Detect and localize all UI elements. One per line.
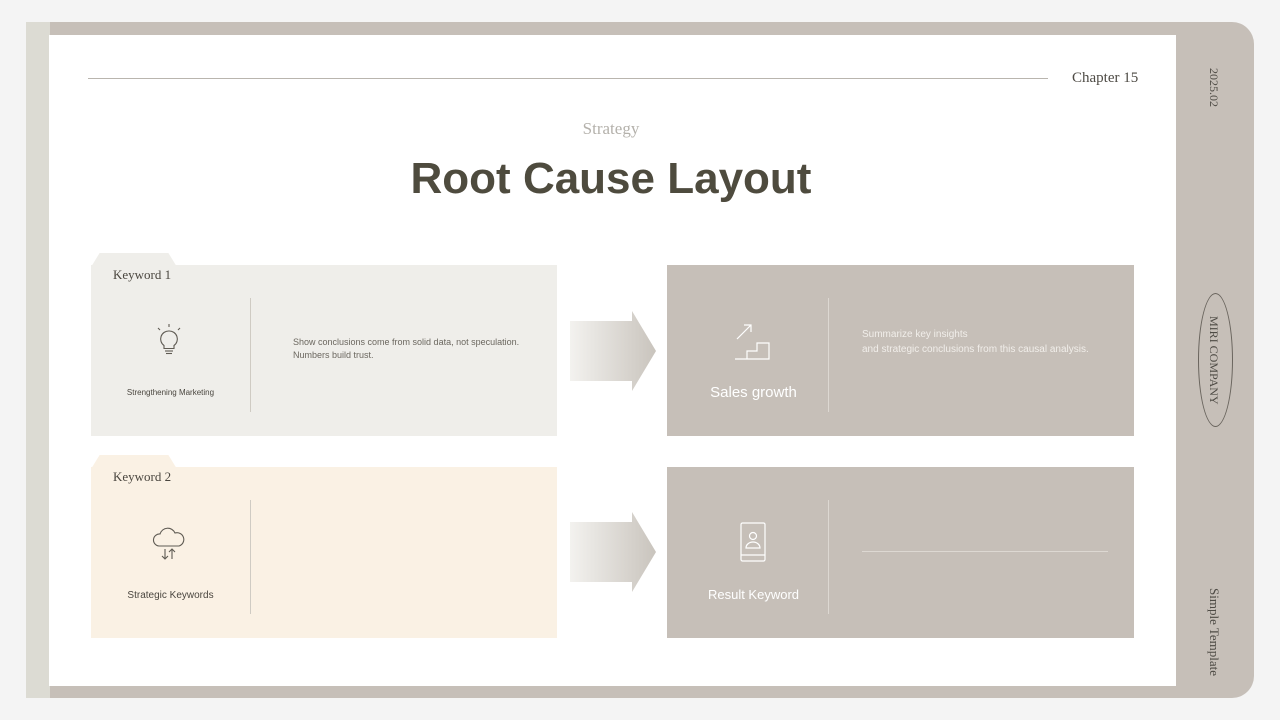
cause-description-line: Show conclusions come from solid data, n… <box>293 337 520 347</box>
side-date: 2025.02 <box>1207 68 1221 107</box>
side-company: MIRI COMPANY <box>1207 316 1221 405</box>
result-description: Summarize key insights and strategic con… <box>862 327 1122 357</box>
company-badge <box>1198 293 1233 427</box>
result-label: Result Keyword <box>707 587 800 602</box>
left-strip <box>26 22 50 698</box>
card-divider <box>250 500 251 614</box>
card-divider <box>250 298 251 412</box>
cause-label: Strategic Keywords <box>127 590 214 601</box>
result-description-line: and strategic conclusions from this caus… <box>862 344 1089 355</box>
cloud-transfer-icon <box>149 522 189 562</box>
result-card-1: Sales growth Summarize key insights and … <box>667 265 1134 436</box>
keyword-label: Keyword 1 <box>113 267 172 282</box>
result-label: Sales growth <box>710 384 797 401</box>
right-arrow-icon <box>570 512 656 592</box>
cause-description: Show conclusions come from solid data, n… <box>293 336 543 362</box>
cause-description-line: Numbers build trust. <box>293 350 374 360</box>
stairs-growth-icon <box>733 319 773 363</box>
chapter-label: Chapter 15 <box>1072 70 1139 86</box>
lightbulb-icon <box>149 321 189 361</box>
slide-subtitle: Strategy <box>582 119 640 138</box>
cause-card-1: Keyword 1 Strengthening Marketing Show c… <box>91 253 557 436</box>
card-tab <box>91 253 177 267</box>
cause-label: Strengthening Marketing <box>126 388 215 397</box>
keyword-label: Keyword 2 <box>113 469 172 484</box>
cause-card-2: Keyword 2 Strategic Keywords <box>91 455 557 638</box>
mobile-user-icon <box>733 521 773 565</box>
card-tab <box>91 455 177 469</box>
result-placeholder-line <box>862 551 1108 552</box>
side-template: Simple Template <box>1207 588 1222 677</box>
card-divider <box>828 500 829 614</box>
slide-title: Root Cause Layout <box>410 154 812 203</box>
result-description-line: Summarize key insights <box>862 329 968 340</box>
result-card-2: Result Keyword <box>667 467 1134 638</box>
right-arrow-icon <box>570 311 656 391</box>
header-rule <box>88 78 1048 79</box>
card-divider <box>828 298 829 412</box>
